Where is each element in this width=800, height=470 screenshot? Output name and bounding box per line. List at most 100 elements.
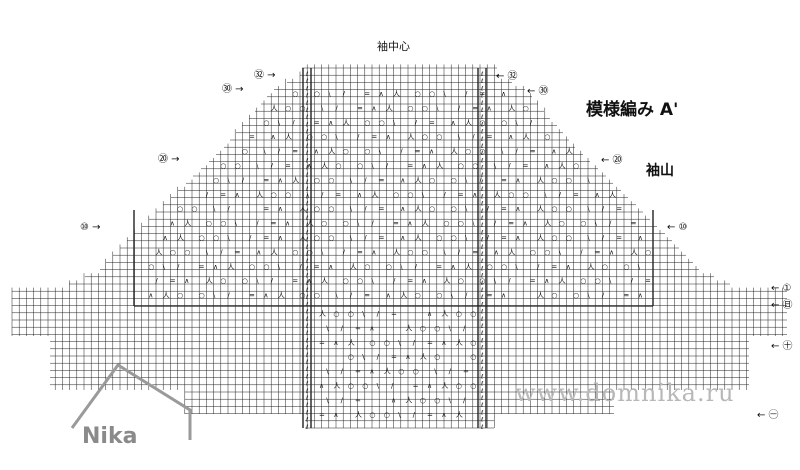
row-marker-10-right: ← ⑩ xyxy=(667,222,688,233)
stitch-symbol: / xyxy=(350,292,353,300)
stitch-symbol: 人 xyxy=(206,277,213,285)
stitch-symbol: / xyxy=(227,292,230,300)
stitch-symbol: \ xyxy=(227,176,230,184)
stitch-symbol: = xyxy=(530,148,536,156)
stitch-symbol: ℓ xyxy=(305,201,308,208)
stitch-symbol: \ xyxy=(434,368,437,376)
stitch-symbol: ○ xyxy=(364,148,370,156)
stitch-symbol: ○ xyxy=(645,248,651,256)
stitch-symbol: ∧ xyxy=(595,191,600,199)
stitch-symbol: = xyxy=(391,353,397,361)
stitch-symbol: / xyxy=(227,205,230,213)
stitch-symbol: ○ xyxy=(420,324,426,332)
stitch-symbol: ○ xyxy=(220,277,226,285)
stitch-symbol: ○ xyxy=(321,220,327,228)
stitch-symbol: ○ xyxy=(595,277,601,285)
stitch-symbol: ○ xyxy=(508,191,514,199)
stitch-symbol: 人 xyxy=(400,292,407,300)
chart-outline xyxy=(70,68,654,440)
stitch-symbol: ℓ xyxy=(480,150,483,157)
stitch-symbol: = xyxy=(407,162,413,170)
stitch-symbol: 人 xyxy=(544,220,551,228)
stitch-symbol: ○ xyxy=(263,263,269,271)
stitch-symbol: / xyxy=(413,411,416,419)
stitch-symbol: ○ xyxy=(242,148,248,156)
stitch-symbol: ℓ xyxy=(480,143,483,150)
stitch-symbol: / xyxy=(321,191,324,199)
stitch-symbol: / xyxy=(343,248,346,256)
stitch-symbol: 人 xyxy=(441,382,448,390)
stitch-symbol: = xyxy=(479,90,485,98)
stitch-symbol: = xyxy=(407,277,413,285)
stitch-symbol: 人 xyxy=(292,176,299,184)
stitch-symbol: = xyxy=(371,133,377,141)
stitch-symbol: ○ xyxy=(407,104,413,112)
stitch-symbol: ∧ xyxy=(263,292,268,300)
stitch-symbol: ℓ xyxy=(480,287,483,294)
stitch-symbol: / xyxy=(364,234,367,242)
stitch-symbol: / xyxy=(458,248,461,256)
stitch-symbol: ℓ xyxy=(480,244,483,251)
stitch-symbol: ○ xyxy=(369,411,375,419)
stitch-symbol: ∧ xyxy=(609,248,614,256)
stitch-symbol: 人 xyxy=(256,191,263,199)
stitch-symbol: \ xyxy=(235,220,238,228)
stitch-symbol: ○ xyxy=(566,205,572,213)
stitch-symbol: \ xyxy=(449,324,452,332)
stitch-symbol: / xyxy=(559,191,562,199)
stitch-symbol: ℓ xyxy=(305,121,308,128)
stitch-symbol: / xyxy=(377,310,380,318)
stitch-symbol: ○ xyxy=(343,277,349,285)
stitch-symbol: = xyxy=(355,368,361,376)
stitch-symbol: ○ xyxy=(580,220,586,228)
stitch-symbol: ∧ xyxy=(333,339,338,347)
stitch-symbol: = xyxy=(357,104,363,112)
stitch-symbol: ∧ xyxy=(501,292,506,300)
stitch-symbol: ∧ xyxy=(494,248,499,256)
stitch-symbol: 人 xyxy=(393,90,400,98)
stitch-symbol: ○ xyxy=(170,248,176,256)
stitch-symbol: ∧ xyxy=(307,277,312,285)
stitch-symbol: ○ xyxy=(458,162,464,170)
stitch-symbol: / xyxy=(400,148,403,156)
stitch-symbol: 人 xyxy=(559,277,566,285)
stitch-symbol: ℓ xyxy=(480,388,483,395)
stitch-symbol: ∧ xyxy=(638,234,643,242)
stitch-symbol: ○ xyxy=(314,90,320,98)
stitch-symbol: / xyxy=(537,263,540,271)
stitch-symbol: / xyxy=(341,396,344,404)
stitch-symbol: = xyxy=(472,104,478,112)
stitch-symbol: ∧ xyxy=(369,368,374,376)
stitch-symbol: \ xyxy=(278,263,281,271)
stitch-symbol: / xyxy=(343,90,346,98)
stitch-symbol: = xyxy=(199,263,205,271)
stitch-symbol: ℓ xyxy=(480,424,483,431)
stitch-symbol: ℓ xyxy=(305,345,308,352)
stitch-symbol: = xyxy=(249,133,255,141)
stitch-symbol: ○ xyxy=(220,162,226,170)
stitch-symbol: ℓ xyxy=(305,265,308,272)
stitch-symbol: \ xyxy=(609,277,612,285)
stitch-symbol: / xyxy=(487,234,490,242)
stitch-symbol: \ xyxy=(465,234,468,242)
stitch-symbol: / xyxy=(206,191,209,199)
stitch-symbol: / xyxy=(220,248,223,256)
stitch-symbol: / xyxy=(271,277,274,285)
stitch-symbol: ○ xyxy=(623,263,629,271)
stitch-symbol: ○ xyxy=(544,133,550,141)
stitch-symbol: ∧ xyxy=(391,396,396,404)
stitch-symbol: = xyxy=(616,234,622,242)
stitch-symbol: ○ xyxy=(199,234,205,242)
stitch-symbol: 人 xyxy=(559,162,566,170)
stitch-symbol: ○ xyxy=(523,104,529,112)
stitch-symbol: \ xyxy=(350,176,353,184)
stitch-symbol: = xyxy=(393,220,399,228)
stitch-symbol: ℓ xyxy=(305,129,308,136)
stitch-symbol: \ xyxy=(587,176,590,184)
stitch-symbol: = xyxy=(355,396,361,404)
stitch-symbol: / xyxy=(602,292,605,300)
stitch-symbol: 人 xyxy=(508,248,515,256)
stitch-symbol: ∧ xyxy=(357,191,362,199)
stitch-symbol: ○ xyxy=(384,339,390,347)
stitch-symbol: ∧ xyxy=(451,119,456,127)
